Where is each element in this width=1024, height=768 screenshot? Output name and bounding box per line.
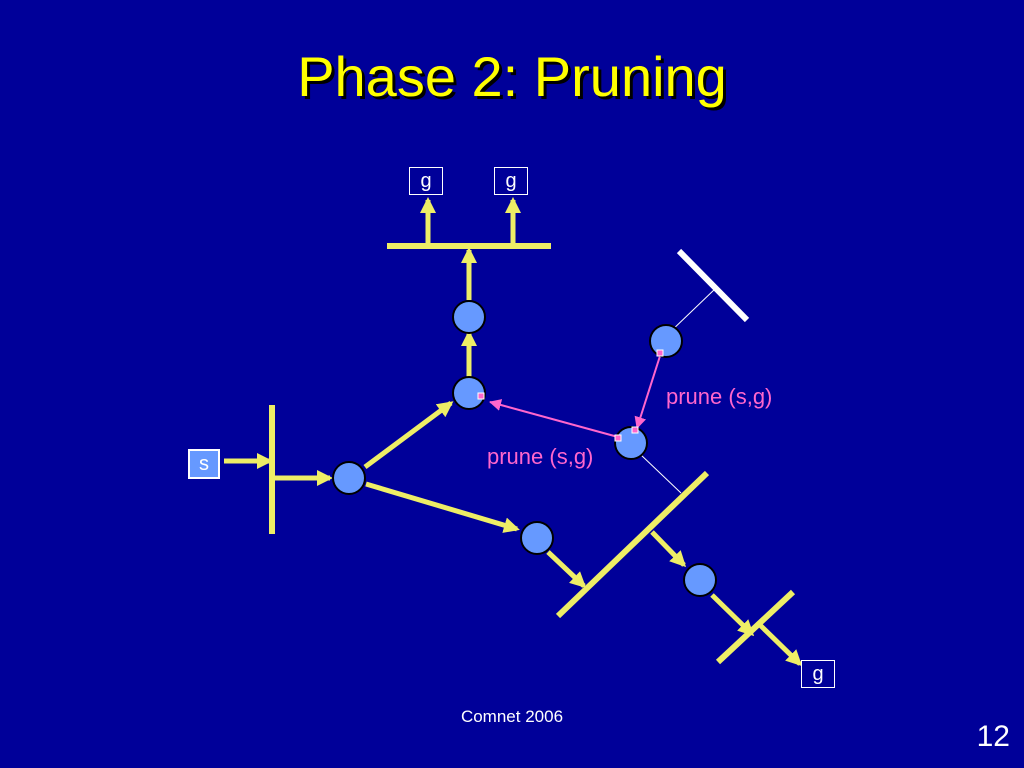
router-mid-right bbox=[614, 426, 648, 460]
prune-label-upper: prune (s,g) bbox=[666, 384, 773, 409]
page-number: 12 bbox=[976, 720, 1010, 753]
prune-label-lower: prune (s,g) bbox=[487, 444, 594, 469]
arrow-first-to-mid-router bbox=[363, 400, 454, 470]
middle-lan bbox=[555, 470, 710, 619]
arrow-lower-router-to-lan bbox=[546, 550, 587, 589]
group-label-right: g bbox=[494, 167, 528, 195]
pruned-iface-mid-right-a bbox=[614, 434, 622, 442]
prune-arrow-to-lower-right bbox=[634, 355, 661, 429]
pruned-iface-mid bbox=[477, 392, 485, 400]
pruned-link-upper bbox=[667, 287, 717, 335]
bottom-lan bbox=[715, 589, 796, 665]
group-label-left: g bbox=[409, 167, 443, 195]
prune-arrow-to-mid bbox=[489, 399, 619, 438]
router-bottom-right bbox=[683, 563, 717, 597]
footer-text: Comnet 2006 bbox=[460, 707, 564, 726]
slide-title: Phase 2: Pruning bbox=[297, 45, 727, 108]
router-upper-right bbox=[649, 324, 683, 358]
router-mid bbox=[452, 376, 486, 410]
pruned-iface-mid-right-b bbox=[631, 426, 639, 434]
router-first bbox=[332, 461, 366, 495]
router-top bbox=[452, 300, 486, 334]
pruned-link-lower bbox=[639, 453, 682, 494]
right-top-lan bbox=[676, 248, 750, 323]
group-label-bottom: g bbox=[801, 660, 835, 688]
arrow-lan-to-right-router bbox=[650, 530, 687, 568]
source-label: s bbox=[188, 449, 220, 479]
router-lower bbox=[520, 521, 554, 555]
pruned-iface-upper-right bbox=[656, 349, 664, 357]
arrow-first-to-lower-router bbox=[365, 481, 520, 533]
arrow-right-router-to-lan bbox=[710, 593, 755, 637]
arrow-to-group-bottom bbox=[758, 623, 803, 667]
